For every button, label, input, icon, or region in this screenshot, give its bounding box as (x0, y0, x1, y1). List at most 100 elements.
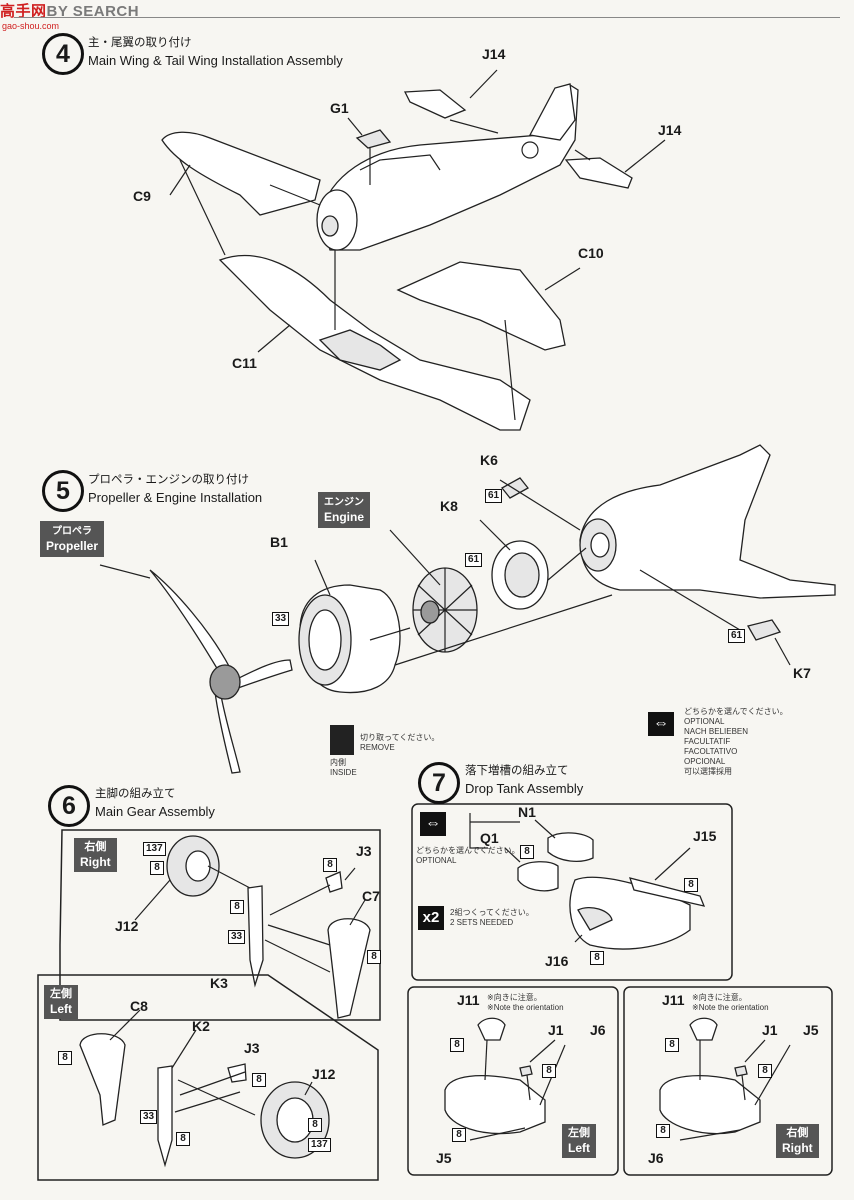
step5-title: プロペラ・エンジンの取り付け Propeller & Engine Instal… (88, 472, 262, 506)
optional-line-1: OPTIONAL (684, 717, 725, 726)
part-c7: C7 (362, 888, 380, 904)
optional-line-4: FACOLTATIVO (684, 747, 738, 756)
step7-right-tag: 右側 Right (776, 1124, 819, 1158)
code-8-left-c8: 8 (58, 1051, 72, 1065)
part-q1: Q1 (480, 830, 499, 846)
code-8-left-wheel: 8 (308, 1118, 322, 1132)
watermark: 高手网BY SEARCH (0, 0, 139, 21)
code-8-right-wheel: 8 (150, 861, 164, 875)
step7-number: 7 (418, 762, 460, 804)
part-j14-right: J14 (658, 122, 682, 138)
part-j14-upper: J14 (482, 46, 506, 62)
part-j15: J15 (693, 828, 717, 844)
remove-note-jp: 切り取ってください。 (360, 733, 440, 742)
code-8-left-strut: 8 (176, 1132, 190, 1146)
right-sub-note: ※向きに注意。 ※Note the orientation (692, 993, 769, 1013)
step5-drawing (99, 444, 836, 774)
step7-left-tag-jp: 左側 (568, 1127, 590, 1139)
step7-top-drawing (411, 803, 733, 981)
right-sub-note-en: ※Note the orientation (692, 1003, 769, 1012)
part-k3: K3 (210, 975, 228, 991)
part-j12-right: J12 (115, 918, 139, 934)
optional-line-6: 可以選擇採用 (684, 767, 732, 776)
part-j12-left: J12 (312, 1066, 336, 1082)
remove-note: 切り取ってください。 REMOVE (360, 733, 439, 753)
code-8-left-j5: 8 (452, 1128, 466, 1142)
part-j1-right: J1 (762, 1022, 778, 1038)
step4-title-jp: 主・尾翼の取り付け (88, 37, 192, 49)
part-k2: K2 (192, 1018, 210, 1034)
sets-icon: x2 (418, 906, 444, 930)
watermark-sub: gao-shou.com (2, 21, 60, 31)
code-8-right-j6: 8 (656, 1124, 670, 1138)
optional-line-5: OPCIONAL (684, 757, 726, 766)
inside-note: 内側 INSIDE (330, 758, 357, 778)
code-8-j15: 8 (684, 878, 698, 892)
step7-left-tag: 左側 Left (562, 1124, 596, 1158)
remove-icon (330, 725, 354, 755)
inside-note-jp: 内側 (330, 758, 346, 767)
code-8-left-j3: 8 (252, 1073, 266, 1087)
step6-title-jp: 主脚の組み立て (95, 788, 176, 800)
step7-right-tag-jp: 右側 (786, 1127, 809, 1139)
step4-drawing (161, 69, 666, 431)
left-tag-en: Left (50, 1002, 72, 1016)
part-j6-left: J6 (590, 1022, 606, 1038)
step5-title-jp: プロペラ・エンジンの取り付け (88, 474, 249, 486)
code-8-left-j11: 8 (450, 1038, 464, 1052)
code-33-left: 33 (140, 1110, 158, 1124)
optional-note: どちらかを選んでください。 OPTIONAL NACH BELIEBEN FAC… (684, 707, 788, 777)
optional-arrows-icon: ⇔ (648, 712, 674, 736)
step7-title: 落下増槽の組み立て Drop Tank Assembly (465, 763, 583, 797)
optional-arrows-icon-step7: ⇔ (420, 812, 446, 836)
part-k6: K6 (480, 452, 498, 468)
part-j16: J16 (545, 953, 569, 969)
inside-note-en: INSIDE (330, 768, 357, 777)
propeller-tag-en: Propeller (46, 539, 99, 553)
code-61-k8: 61 (465, 553, 483, 567)
propeller-tag: プロペラ Propeller (40, 521, 105, 557)
step4-title: 主・尾翼の取り付け Main Wing & Tail Wing Installa… (88, 35, 343, 69)
right-sub-note-jp: ※向きに注意。 (692, 993, 747, 1002)
step7-optional-en: OPTIONAL (416, 856, 457, 865)
part-c11: C11 (232, 355, 257, 371)
part-c8: C8 (130, 998, 148, 1014)
step5-title-en: Propeller & Engine Installation (88, 490, 263, 505)
code-61-k6: 61 (485, 489, 503, 503)
remove-note-en: REMOVE (360, 743, 395, 752)
code-8-right-c7: 8 (367, 950, 381, 964)
part-b1: B1 (270, 534, 288, 550)
part-c9: C9 (133, 188, 151, 204)
part-j5-right: J5 (803, 1022, 819, 1038)
part-n1: N1 (518, 804, 536, 820)
step7-title-en: Drop Tank Assembly (465, 781, 584, 796)
part-k7: K7 (793, 665, 811, 681)
step4-title-en: Main Wing & Tail Wing Installation Assem… (88, 53, 343, 68)
step7-left-sub-drawing (407, 986, 619, 1176)
code-8-right-j1: 8 (758, 1064, 772, 1078)
step7-title-jp: 落下増槽の組み立て (465, 765, 569, 777)
step6-title-en: Main Gear Assembly (95, 804, 215, 819)
code-33-cowling: 33 (272, 612, 290, 626)
step7-left-tag-en: Left (568, 1141, 590, 1155)
code-8-right-j3: 8 (323, 858, 337, 872)
part-j5-left: J5 (436, 1150, 452, 1166)
watermark-chars: 高手网 (0, 3, 47, 20)
code-8-right-j11: 8 (665, 1038, 679, 1052)
code-137-left: 137 (308, 1138, 331, 1152)
code-8-left-j1: 8 (542, 1064, 556, 1078)
code-8-j16: 8 (590, 951, 604, 965)
engine-tag-en: Engine (324, 510, 365, 524)
left-sub-note-en: ※Note the orientation (487, 1003, 564, 1012)
sets-note-en: 2 SETS NEEDED (450, 918, 514, 927)
left-sub-note-jp: ※向きに注意。 (487, 993, 542, 1002)
step6-number: 6 (48, 785, 90, 827)
sets-note: 2組つくってください。 2 SETS NEEDED (450, 908, 534, 928)
part-j11-right: J11 (662, 992, 685, 1008)
left-tag: 左側 Left (44, 985, 78, 1019)
code-61-k7: 61 (728, 629, 746, 643)
part-g1: G1 (330, 100, 349, 116)
left-sub-note: ※向きに注意。 ※Note the orientation (487, 993, 564, 1013)
sets-note-jp: 2組つくってください。 (450, 908, 534, 917)
